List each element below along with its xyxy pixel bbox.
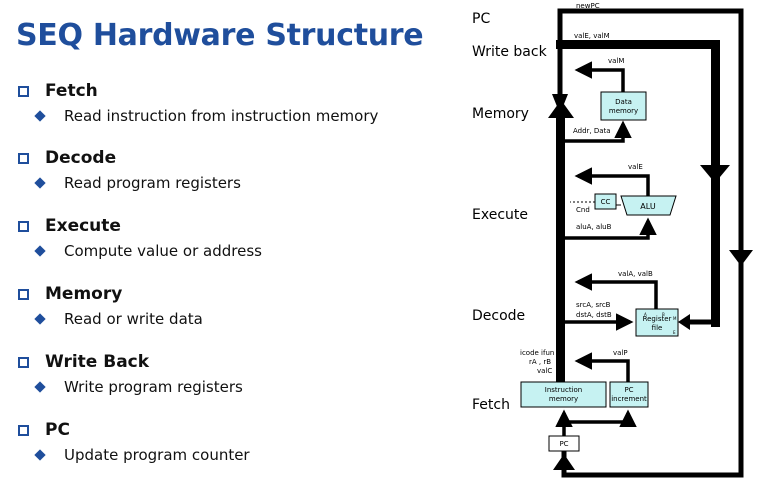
stage-decode: Decode Read program registers [18,147,458,193]
signal-addr-data: Addr, Data [573,127,611,135]
cc: CC [594,193,617,210]
register-port-m: M [673,316,677,321]
alu: ALU [620,195,677,216]
alua-alub-wire [565,217,657,240]
signal-newpc: newPC [576,2,600,10]
register-file: Register file A B M E [635,308,679,337]
square-bullet-icon [18,85,29,97]
row-label-decode: Decode [472,308,525,324]
pc-increment-label: PC [624,386,633,394]
stage-name: Memory [45,284,123,304]
signal-srca-srcb: srcA, srcB [576,301,611,309]
signal-vala-valb: valA, valB [618,270,653,278]
stage-desc: Compute value or address [64,242,262,260]
stage-execute: Execute Compute value or address [18,215,458,261]
pc-register-label: PC [559,440,568,448]
valm-wire [574,61,625,92]
stage-writeback: Write Back Write program registers [18,351,458,397]
register-file-label: Register [643,315,672,323]
signal-alua-alub: aluA, aluB [576,223,612,231]
cc-label: CC [601,198,611,206]
signal-vale-valm: valE, valM [574,32,610,40]
pc-to-increment-wire [564,409,637,427]
square-bullet-icon [18,424,29,436]
stage-name: Write Back [45,352,150,372]
pc-register: PC [548,435,580,452]
writeback-bus [556,40,730,330]
signal-cnd: Cnd [576,206,590,214]
stage-desc: Update program counter [64,446,250,464]
stage-name: Execute [45,216,121,236]
alu-label: ALU [640,202,656,211]
signal-valc: valC [537,367,552,375]
instruction-memory-label: Instruction [545,386,582,394]
row-label-fetch: Fetch [472,397,510,413]
signal-dsta-dstb: dstA, dstB [576,311,612,319]
valp-wire [574,352,630,382]
vala-valb-wire [574,273,658,309]
row-label-pc: PC [472,11,490,27]
slide-title: SEQ Hardware Structure [16,18,424,53]
signal-valp: valP [613,349,628,357]
data-memory-label: memory [609,107,638,115]
signal-vale: valE [628,163,643,171]
square-bullet-icon [18,152,29,164]
row-label-memory: Memory [472,106,529,122]
stage-name: PC [45,420,70,440]
signal-icode: icode ifun [520,349,554,357]
stage-name: Decode [45,148,117,168]
stage-desc: Read instruction from instruction memory [64,107,379,125]
signal-valm: valM [608,57,624,65]
row-label-execute: Execute [472,207,528,223]
stage-desc: Read program registers [64,174,241,192]
stage-pc: PC Update program counter [18,419,458,465]
stage-desc: Write program registers [64,378,243,396]
signal-ra-rb: rA , rB [529,358,551,366]
register-port-e: E [673,330,676,335]
main-bus [548,100,574,392]
register-file-label: file [652,324,663,332]
square-bullet-icon [18,356,29,368]
data-memory: Data memory [600,91,647,121]
stage-desc: Read or write data [64,310,203,328]
vale-wire [574,167,650,196]
row-label-writeback: Write back [472,44,548,60]
square-bullet-icon [18,220,29,232]
square-bullet-icon [18,288,29,300]
stage-memory: Memory Read or write data [18,283,458,329]
stage-fetch: Fetch Read instruction from instruction … [18,80,458,126]
instruction-memory-label: memory [549,395,578,403]
register-port-a: A [644,312,647,317]
instruction-memory: Instruction memory [520,381,607,408]
pc-increment: PC increment [609,381,649,408]
data-memory-label: Data [615,98,632,106]
register-port-b: B [662,312,665,317]
stage-name: Fetch [45,81,98,101]
pc-increment-label: increment [611,395,647,403]
addr-data-wire [565,120,632,143]
